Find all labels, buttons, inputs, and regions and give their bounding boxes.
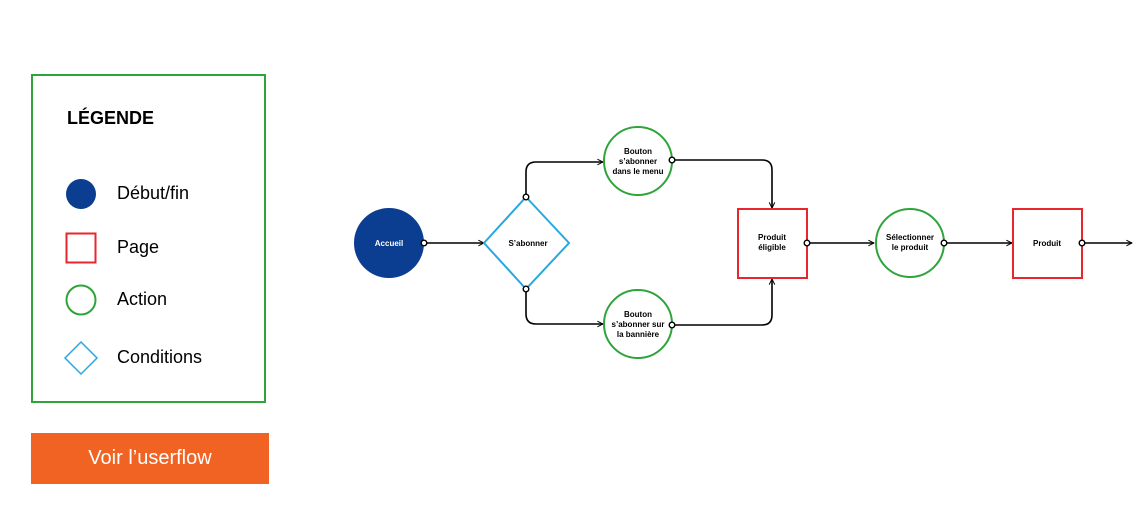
port xyxy=(420,239,428,247)
node-action-select-line-2: le produit xyxy=(892,243,929,252)
node-page-product: Produit xyxy=(1012,208,1083,279)
port xyxy=(668,156,676,164)
legend-label-conditions: Conditions xyxy=(117,347,203,367)
edge-action-menu-to-page xyxy=(672,159,772,208)
node-page-eligible-line-1: Produit xyxy=(758,233,786,242)
port xyxy=(1078,239,1086,247)
port xyxy=(668,321,676,329)
legend-panel: LÉGENDE Début/fin Page Action Conditions xyxy=(31,74,266,403)
node-accueil-label: Accueil xyxy=(375,239,403,248)
port xyxy=(803,239,811,247)
node-condition-label: S’abonner xyxy=(508,239,547,248)
node-condition: S’abonner xyxy=(482,195,571,291)
node-action-select: Sélectionner le produit xyxy=(875,208,945,278)
legend-item-conditions: Conditions xyxy=(63,340,255,376)
node-action-banner: Bouton s’abonner sur la bannière xyxy=(603,289,673,359)
edge-condition-to-action-banner xyxy=(525,289,603,324)
node-action-select-line-1: Sélectionner xyxy=(886,233,934,242)
legend-label-start-end: Début/fin xyxy=(117,183,190,203)
edge-condition-to-action-menu xyxy=(525,162,603,197)
connector-ports xyxy=(420,156,1086,329)
node-accueil: Accueil xyxy=(354,208,424,278)
node-action-banner-line-3: la bannière xyxy=(617,330,660,339)
legend-label-action: Action xyxy=(117,289,168,309)
port xyxy=(522,193,530,201)
node-action-menu-line-1: Bouton xyxy=(624,147,652,156)
node-action-banner-line-2: s’abonner sur xyxy=(612,320,665,329)
legend-label-page: Page xyxy=(117,237,160,257)
port xyxy=(940,239,948,247)
port xyxy=(522,285,530,293)
filled-circle-icon xyxy=(66,179,96,209)
edge-action-banner-to-page xyxy=(672,279,772,326)
node-page-eligible: Produit éligible xyxy=(737,208,808,279)
legend-item-start-end: Début/fin xyxy=(65,178,255,210)
view-userflow-button[interactable]: Voir l’userflow xyxy=(31,433,269,484)
node-action-banner-line-1: Bouton xyxy=(624,310,652,319)
legend-item-page: Page xyxy=(65,232,255,264)
node-action-menu-line-2: s’abonner xyxy=(619,157,657,166)
legend-title: LÉGENDE xyxy=(67,108,155,128)
node-page-eligible-line-2: éligible xyxy=(758,243,786,252)
node-page-product-label: Produit xyxy=(1033,239,1061,248)
node-action-menu: Bouton s’abonner dans le menu xyxy=(603,126,673,196)
diamond-icon xyxy=(63,340,99,376)
node-action-menu-line-3: dans le menu xyxy=(612,167,663,176)
legend-item-action: Action xyxy=(65,284,255,316)
circle-icon xyxy=(65,284,97,316)
square-icon xyxy=(65,232,97,264)
connectors xyxy=(425,160,1132,325)
